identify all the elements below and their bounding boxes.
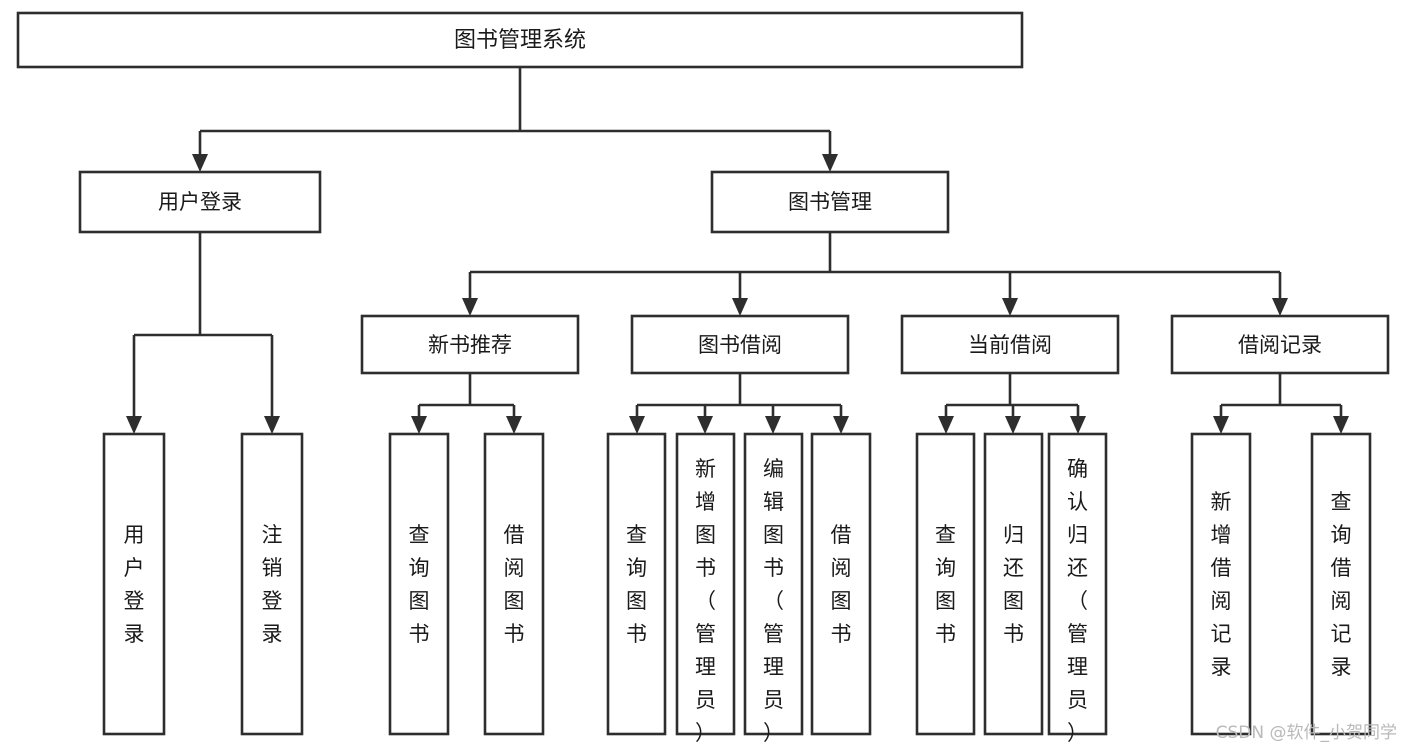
arrowhead-current-leaf-2 [1005,416,1021,434]
node-book-borrow-box[interactable] [630,314,850,375]
leaf-node-add-borrow-record[interactable]: 新增借阅记录 [1190,432,1252,736]
arrowhead-record-leaf-2 [1333,416,1349,434]
leaf-node-borrow-book-recommend-label: 借阅图书 [504,523,525,646]
node-new-book-recommend-box[interactable] [360,314,580,375]
arrowhead-book-mgmt-borrow [732,298,748,316]
node-new-book-recommend-label: 新书推荐 [428,333,512,357]
leaf-node-confirm-return-admin-label: 确认归还（管理员） [1067,457,1088,745]
node-current-borrow-box[interactable] [900,314,1120,375]
arrowhead-current-leaf-3 [1070,416,1086,434]
leaf-node-return-book[interactable]: 归还图书 [983,432,1044,736]
node-borrow-record[interactable]: 借阅记录 [1170,314,1390,375]
arrowhead-new-book-leaf-1 [411,416,427,434]
arrowhead-borrow-leaf-2 [697,416,713,434]
arrowhead-borrow-leaf-4 [833,416,849,434]
leaf-node-query-borrow-record-box[interactable] [1310,432,1372,736]
node-book-management-label: 图书管理 [788,190,872,214]
leaf-node-confirm-return-admin[interactable]: 确认归还（管理员） [1047,432,1108,745]
arrowhead-book-mgmt-current [1002,298,1018,316]
leaf-node-query-book-current-box[interactable] [915,432,976,736]
leaf-node-query-borrow-record-label: 查询借阅记录 [1331,490,1352,679]
leaf-node-borrow-book-recommend-box[interactable] [483,432,545,736]
leaf-node-logout-box[interactable] [240,432,304,736]
arrowhead-root-to-book-mgmt [822,154,838,172]
node-book-management[interactable]: 图书管理 [710,170,950,234]
leaf-node-logout[interactable]: 注销登录 [240,432,304,736]
node-user-login[interactable]: 用户登录 [78,170,322,234]
leaf-node-borrow-book-recommend[interactable]: 借阅图书 [483,432,545,736]
leaf-node-return-book-box[interactable] [983,432,1044,736]
node-root-system-label: 图书管理系统 [454,28,586,53]
leaf-node-edit-book-admin-label: 编辑图书（管理员） [763,457,784,745]
leaf-layer: 用户登录 注销登录 查询图书 借阅图书 查询图书 新增图书（管理员） 编辑图书（… [102,432,1372,745]
arrowhead-borrow-leaf-1 [629,416,645,434]
node-root-system[interactable]: 图书管理系统 [16,11,1024,69]
node-current-borrow[interactable]: 当前借阅 [900,314,1120,375]
leaf-node-add-book-admin-label: 新增图书（管理员） [695,457,716,745]
leaf-node-confirm-return-admin-box[interactable] [1047,432,1108,736]
arrowhead-current-leaf-1 [938,416,954,434]
leaf-node-borrow-book-label: 借阅图书 [831,523,852,646]
leaf-node-add-borrow-record-box[interactable] [1190,432,1252,736]
arrowhead-record-leaf-1 [1213,416,1229,434]
node-book-borrow-label: 图书借阅 [698,333,782,357]
node-book-borrow[interactable]: 图书借阅 [630,314,850,375]
leaf-node-query-book-borrow-box[interactable] [606,432,667,736]
leaf-node-add-book-admin[interactable]: 新增图书（管理员） [675,432,736,745]
node-user-login-box[interactable] [78,170,322,234]
leaf-node-query-book-recommend-label: 查询图书 [409,523,430,646]
leaf-node-query-book-current[interactable]: 查询图书 [915,432,976,736]
leaf-node-logout-label: 注销登录 [262,523,283,646]
arrowhead-root-to-user-login [192,154,208,172]
leaf-node-query-borrow-record[interactable]: 查询借阅记录 [1310,432,1372,736]
leaf-node-query-book-borrow-label: 查询图书 [626,523,647,646]
leaf-node-user-login-label: 用户登录 [124,523,145,646]
arrowhead-new-book-leaf-2 [506,416,522,434]
arrowhead-borrow-leaf-3 [765,416,781,434]
leaf-node-query-book-recommend-box[interactable] [388,432,450,736]
node-book-management-box[interactable] [710,170,950,234]
node-new-book-recommend[interactable]: 新书推荐 [360,314,580,375]
leaf-node-edit-book-admin-box[interactable] [743,432,804,736]
node-current-borrow-label: 当前借阅 [968,333,1052,357]
arrowhead-book-mgmt-new-book [462,298,478,316]
connector-layer [126,67,1349,434]
leaf-node-borrow-book-box[interactable] [810,432,872,736]
leaf-node-user-login-box[interactable] [102,432,166,736]
leaf-node-query-book-recommend[interactable]: 查询图书 [388,432,450,736]
leaf-node-query-book-borrow[interactable]: 查询图书 [606,432,667,736]
arrowhead-book-mgmt-record [1272,298,1288,316]
leaf-node-add-borrow-record-label: 新增借阅记录 [1211,490,1232,679]
leaf-node-edit-book-admin[interactable]: 编辑图书（管理员） [743,432,804,745]
node-borrow-record-box[interactable] [1170,314,1390,375]
leaf-node-add-book-admin-box[interactable] [675,432,736,736]
arrowhead-user-login-leaf-1 [126,416,142,434]
node-root-system-box[interactable] [16,11,1024,69]
leaf-node-query-book-current-label: 查询图书 [935,523,956,646]
leaf-node-borrow-book[interactable]: 借阅图书 [810,432,872,736]
leaf-node-user-login[interactable]: 用户登录 [102,432,166,736]
node-user-login-label: 用户登录 [158,190,242,214]
arrowhead-user-login-leaf-2 [264,416,280,434]
leaf-node-return-book-label: 归还图书 [1003,523,1024,646]
node-borrow-record-label: 借阅记录 [1238,333,1322,357]
